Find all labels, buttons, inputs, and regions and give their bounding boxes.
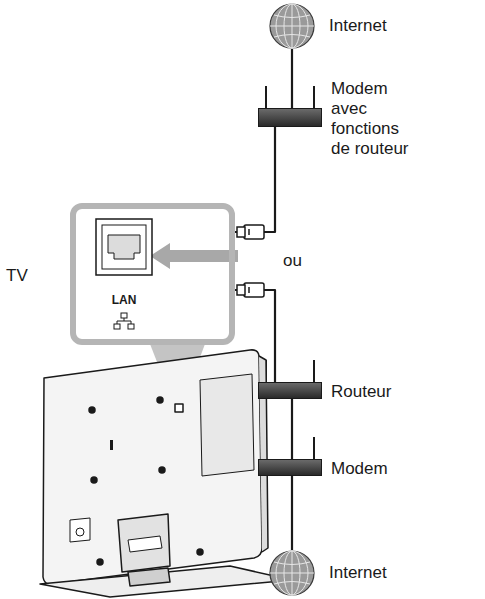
network-device: Modem [258, 459, 322, 476]
port-name: LAN [90, 293, 158, 307]
tv-back [40, 350, 292, 597]
device-label: Routeur [331, 382, 441, 402]
antennas [266, 86, 314, 459]
network-cable [291, 49, 293, 108]
internet-label: Internet [329, 563, 387, 583]
network-cable [235, 127, 275, 232]
device-label: Modem [331, 459, 441, 479]
network-cable [291, 476, 293, 550]
network-device: Routeur [258, 382, 322, 399]
lan-port-icon [76, 209, 229, 339]
lan-plug [237, 225, 264, 297]
internet-label: Internet [329, 16, 387, 36]
network-cable [291, 399, 293, 459]
internet-globe: Internet [269, 3, 315, 49]
globe-icon [269, 3, 315, 49]
network-device: Modem avec fonctions de routeur [258, 108, 322, 127]
text-label: ou [283, 251, 302, 271]
lan-port-callout: LAN [70, 203, 235, 345]
insert-arrow [150, 243, 238, 269]
text-label: TV [6, 266, 28, 286]
internet-globe: Internet [269, 550, 315, 596]
globe-icon [269, 550, 315, 596]
device-label: Modem avec fonctions de routeur [331, 79, 416, 159]
